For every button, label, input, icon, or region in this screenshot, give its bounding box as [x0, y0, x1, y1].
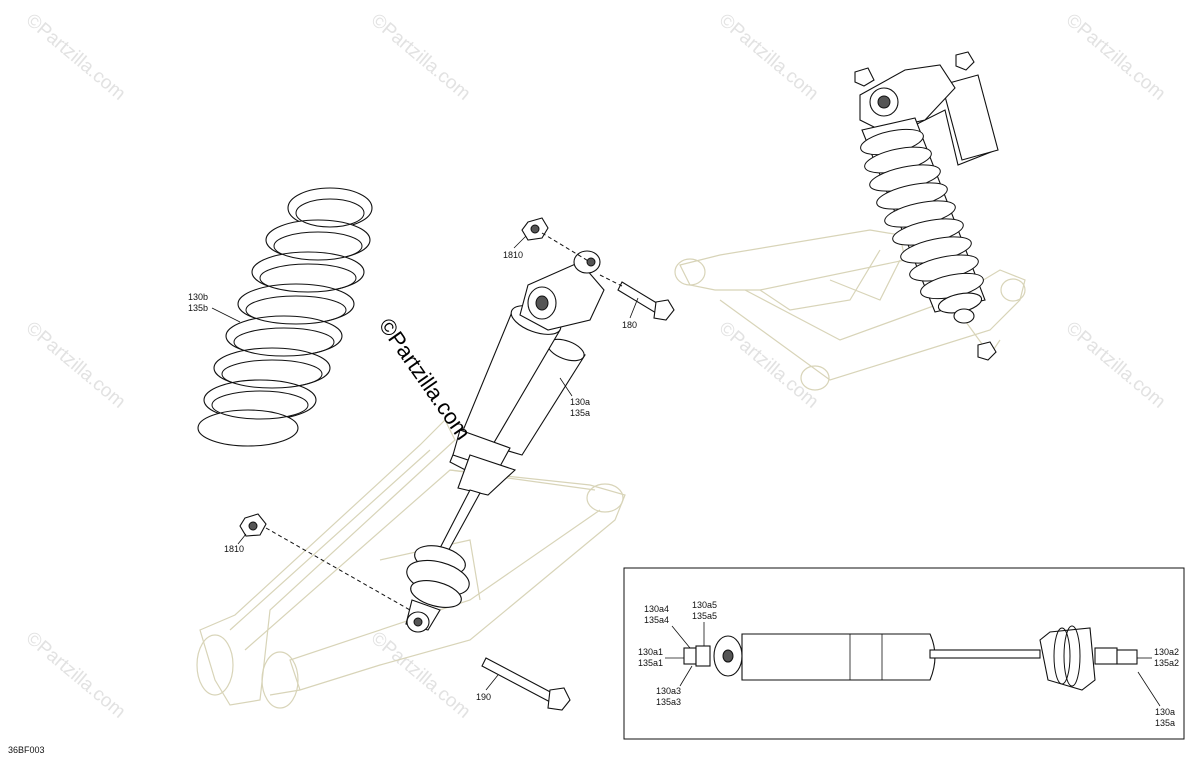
callout-bolt-bottom: 190: [476, 674, 499, 702]
part-number-label: 135b: [188, 303, 208, 313]
bottom-nut: [239, 513, 267, 537]
part-number-label: 180: [622, 320, 637, 330]
watermark-text-main: ©Partzilla.com: [374, 314, 476, 445]
shock-absorber: [405, 250, 605, 633]
watermark-text: ©Partzilla.com: [715, 10, 823, 105]
callout-spring: 130b 135b: [188, 292, 241, 323]
part-number-label: 190: [476, 692, 491, 702]
part-number-label: 135a: [570, 408, 590, 418]
inset-part-label: 135a4: [644, 615, 669, 625]
top-bolt: [617, 281, 675, 321]
inset-part-label: 135a2: [1154, 658, 1179, 668]
inset-part-label: 135a3: [656, 697, 681, 707]
watermark-text: ©Partzilla.com: [22, 628, 130, 723]
part-number-label: 130a: [570, 397, 590, 407]
bottom-bolt: [481, 657, 571, 711]
diagram-code: 36BF003: [8, 745, 45, 755]
inset-part-label: 130a2: [1154, 647, 1179, 657]
inset-part-label: 130a1: [638, 647, 663, 657]
watermark-text: ©Partzilla.com: [22, 318, 130, 413]
inset-part-label: 130a4: [644, 604, 669, 614]
inset-part-label: 135a5: [692, 611, 717, 621]
inset-part-label: 130a3: [656, 686, 681, 696]
detail-inset: 130a4 135a4 130a5 135a5 130a1 135a1 130a…: [623, 567, 1185, 740]
part-number-label: 1810: [224, 544, 244, 554]
assembly-line: [599, 274, 623, 287]
inset-part-label: 135a1: [638, 658, 663, 668]
coil-spring: [197, 187, 373, 447]
callout-nut-top: 1810: [503, 235, 527, 260]
watermark-text: ©Partzilla.com: [22, 10, 130, 105]
inset-part-label: 135a: [1155, 718, 1175, 728]
callout-bolt-top: 180: [622, 297, 639, 330]
watermark-text: ©Partzilla.com: [367, 628, 475, 723]
watermark-text: ©Partzilla.com: [1062, 10, 1170, 105]
top-nut: [521, 217, 549, 241]
watermark-text: ©Partzilla.com: [367, 10, 475, 105]
watermark-text: ©Partzilla.com: [715, 318, 823, 413]
inset-part-label: 130a5: [692, 600, 717, 610]
inset-shock-drawing: [683, 625, 1138, 691]
part-number-label: 130b: [188, 292, 208, 302]
inset-part-label: 130a: [1155, 707, 1175, 717]
callout-shock: 130a 135a: [559, 377, 590, 418]
callout-nut-bottom: 1810: [224, 533, 247, 554]
assembly-line: [541, 232, 591, 263]
part-number-label: 1810: [503, 250, 523, 260]
shock-assembled-view: [854, 51, 999, 361]
suspension-arm-outline-assembled: [674, 229, 1026, 391]
watermark-text: ©Partzilla.com: [1062, 318, 1170, 413]
